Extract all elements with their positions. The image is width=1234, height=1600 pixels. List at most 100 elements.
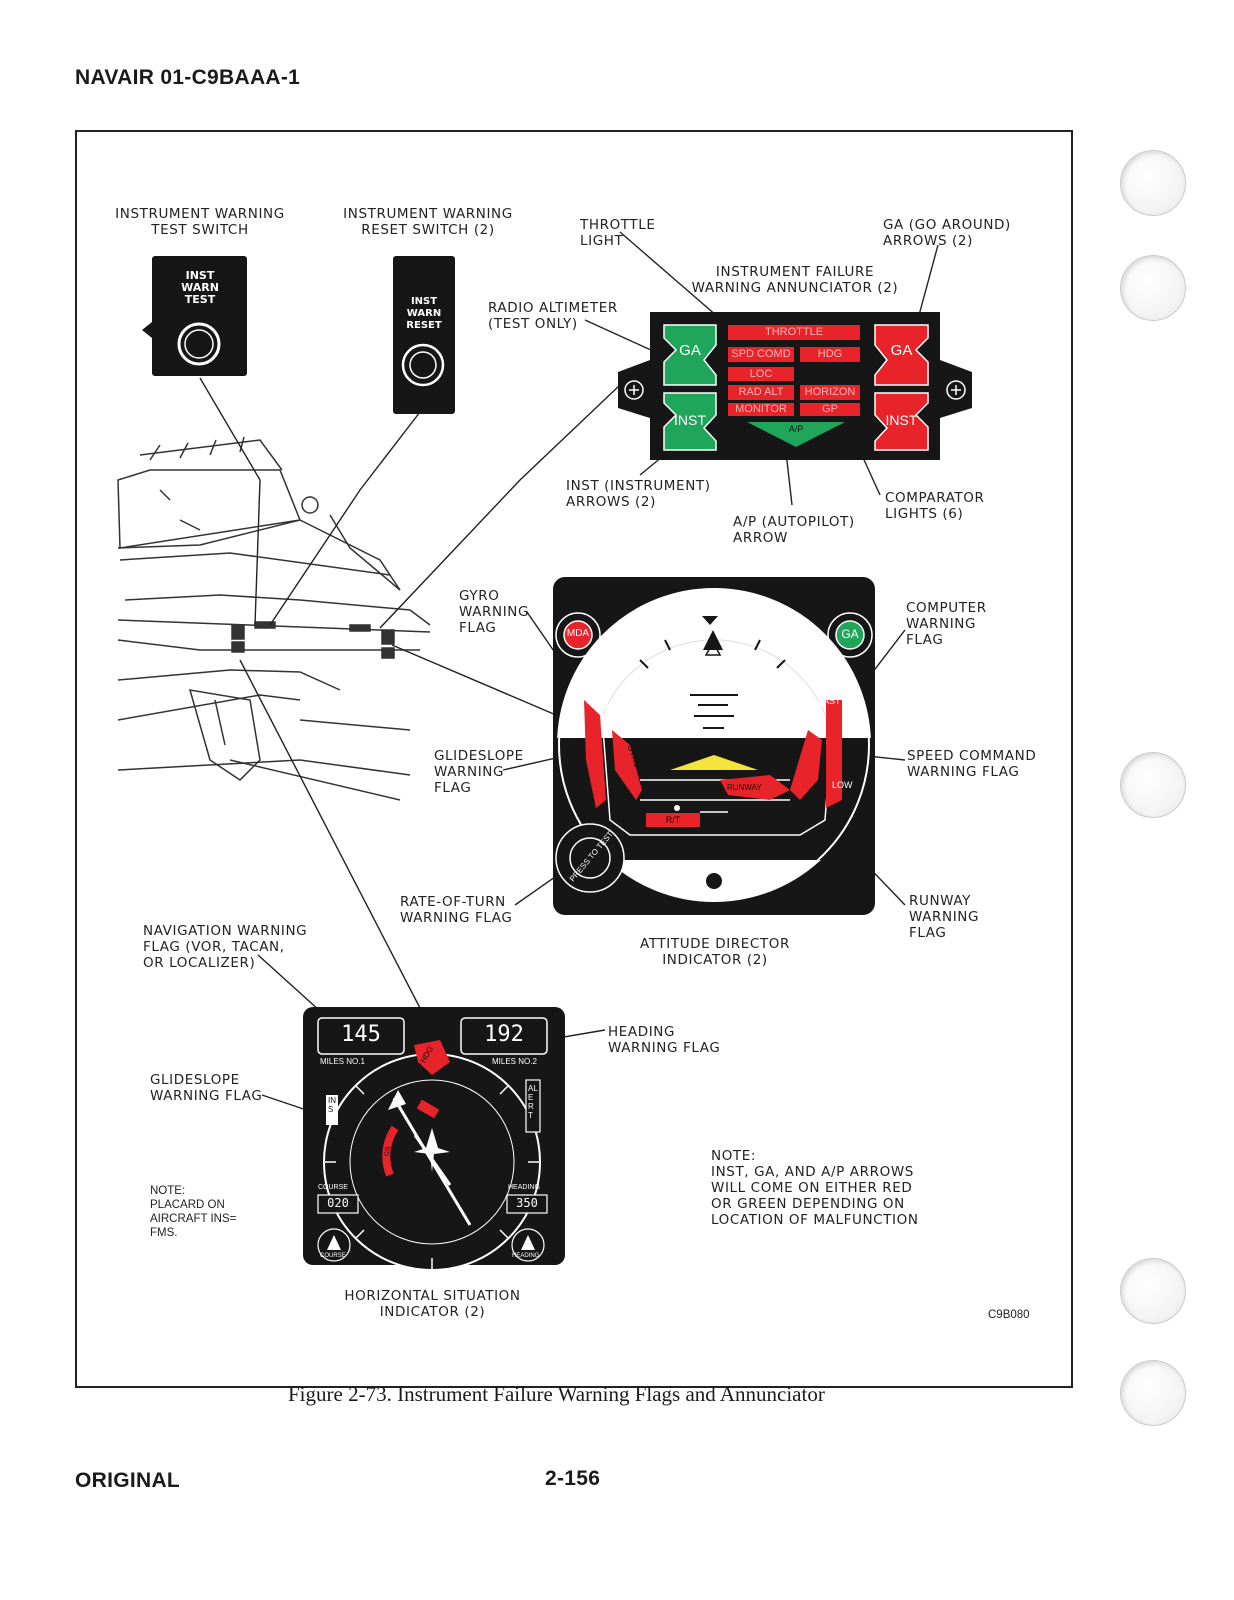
speed-command-flag (826, 700, 842, 808)
label-speed-command: SPEED COMMAND WARNING FLAG (907, 748, 1037, 780)
hsi-heading-label: HEADING (508, 1184, 540, 1191)
label-runway-flag: RUNWAY WARNING FLAG (909, 893, 980, 941)
hsi-instrument (303, 1007, 565, 1271)
adi-rt-label: R/T (665, 815, 681, 825)
adi-instrument (553, 577, 875, 915)
binder-hole-5 (1120, 1360, 1186, 1426)
label-ap-arrow: A/P (AUTOPILOT) ARROW (733, 514, 855, 546)
hsi-miles-left: 145 (341, 1022, 381, 1047)
adi-sky-pointer (703, 630, 723, 650)
inst-left-label: INST (674, 412, 706, 428)
comparator-spd-comd (728, 347, 794, 362)
label-adi: ATTITUDE DIRECTOR INDICATOR (2) (640, 936, 790, 968)
inst-right-label: INST (885, 412, 918, 428)
inst-arrow-green (663, 392, 717, 451)
binder-hole-1 (1120, 150, 1186, 216)
label-computer-flag: COMPUTER WARNING FLAG (906, 600, 987, 648)
comparator-rad-alt (728, 385, 794, 400)
label-glideslope-adi: GLIDESLOPE WARNING FLAG (434, 748, 524, 796)
adi-mda-label: MDA (566, 628, 590, 639)
adi-slow-label: LOW (832, 780, 853, 790)
label-reset-switch: INSTRUMENT WARNING RESET SWITCH (2) (343, 206, 513, 238)
annunciator-loc: LOC (749, 368, 773, 380)
label-glideslope-hsi: GLIDESLOPE WARNING FLAG (150, 1072, 263, 1104)
footer-original: ORIGINAL (75, 1469, 181, 1492)
label-inst-arrows: INST (INSTRUMENT) ARROWS (2) (566, 478, 711, 510)
hsi-heading-knob[interactable]: HEADING (512, 1253, 540, 1259)
ap-label: A/P (788, 424, 804, 434)
reset-switch-face[interactable]: INST WARN RESET (396, 296, 452, 332)
adi-fast-label: FAST (818, 696, 841, 706)
annunciator-horizon: HORIZON (804, 386, 856, 398)
annunciator-gp: GP (822, 403, 838, 415)
label-ga-arrows: GA (GO AROUND) ARROWS (2) (883, 217, 1011, 249)
annunciator-rad-alt: RAD ALT (738, 386, 784, 398)
annunciator-spd-comd: SPD COMD (731, 348, 791, 360)
hsi-course-knob[interactable]: COURSE (320, 1253, 346, 1259)
ga-arrow-green (663, 324, 717, 386)
label-rate-of-turn: RATE-OF-TURN WARNING FLAG (400, 894, 513, 926)
hsi-ins-label: INS (328, 1096, 336, 1114)
hsi-course-value: 020 (327, 1196, 349, 1210)
gyro-warning-flag (612, 730, 642, 800)
binder-hole-3 (1120, 752, 1186, 818)
test-switch-line-2: WARN (181, 281, 219, 294)
adi-runway-label: RUNWAY (727, 783, 762, 792)
hsi-miles-right: 192 (484, 1022, 524, 1047)
label-nav-flag: NAVIGATION WARNING FLAG (VOR, TACAN, OR … (143, 923, 308, 971)
binder-hole-2 (1120, 255, 1186, 321)
hsi-course-label: COURSE (318, 1184, 348, 1191)
comparator-hdg (800, 347, 860, 362)
figure-caption: Figure 2-73. Instrument Failure Warning … (288, 1382, 825, 1406)
ga-left-label: GA (679, 342, 701, 359)
comparator-gp (800, 403, 860, 416)
inst-arrow-red (874, 392, 929, 451)
figure-code: C9B080 (988, 1309, 1030, 1321)
label-annunciator: INSTRUMENT FAILURE WARNING ANNUNCIATOR (… (691, 264, 899, 296)
hsi-miles-right-label: MILES NO.2 (492, 1057, 537, 1066)
glideslope-warning-flag-hsi (382, 1125, 399, 1177)
annunciator-hdg: HDG (817, 348, 843, 360)
computer-warning-flag (790, 730, 822, 800)
comparator-loc (728, 367, 794, 381)
glideslope-warning-flag-adi (584, 700, 606, 808)
label-throttle-light: THROTTLE LIGHT (580, 217, 656, 249)
cockpit-sketch (117, 436, 431, 801)
inst-warn-test-switch (142, 256, 247, 376)
ga-arrow-red (874, 324, 929, 386)
figure-frame (75, 130, 1073, 1388)
adi-ga-label: GA (841, 627, 859, 641)
hsi-heading-value: 350 (516, 1196, 538, 1210)
ga-right-label: GA (890, 342, 913, 359)
comparator-monitor (728, 403, 794, 416)
ap-arrow (747, 422, 845, 447)
page-number: 2-156 (545, 1467, 601, 1490)
label-test-switch: INSTRUMENT WARNING TEST SWITCH (115, 206, 285, 238)
mda-light (563, 620, 593, 650)
test-switch-line-1: INST (185, 269, 215, 282)
runway-warning-flag (720, 775, 790, 800)
note-arrows: NOTE: INST, GA, AND A/P ARROWS WILL COME… (711, 1148, 919, 1228)
annunciator-throttle: THROTTLE (764, 326, 824, 338)
hsi-miles-left-label: MILES NO.1 (320, 1057, 365, 1066)
nav-warning-flag (416, 1099, 440, 1119)
test-switch-face[interactable]: INST WARN TEST (168, 270, 232, 306)
label-heading-flag: HEADING WARNING FLAG (608, 1024, 721, 1056)
document-id: NAVAIR 01-C9BAAA-1 (75, 66, 301, 89)
note-placard: NOTE: PLACARD ON AIRCRAFT INS= FMS. (150, 1185, 237, 1239)
binder-hole-4 (1120, 1258, 1186, 1324)
label-gyro-flag: GYRO WARNING FLAG (459, 588, 530, 636)
inst-warn-reset-switch (393, 256, 455, 414)
reset-switch-line-2: WARN (406, 308, 442, 319)
label-comparator: COMPARATOR LIGHTS (6) (885, 490, 985, 522)
hsi-alert-label: ALERT (528, 1084, 538, 1120)
reset-switch-line-3: RESET (406, 320, 442, 331)
label-hsi: HORIZONTAL SITUATION INDICATOR (2) (344, 1288, 521, 1320)
annunciator-monitor: MONITOR (735, 403, 787, 415)
heading-warning-flag (414, 1040, 450, 1075)
rate-of-turn-flag (646, 813, 700, 827)
label-radio-altimeter: RADIO ALTIMETER (TEST ONLY) (488, 300, 618, 332)
hsi-aircraft (414, 1128, 450, 1172)
test-switch-line-3: TEST (184, 293, 216, 306)
